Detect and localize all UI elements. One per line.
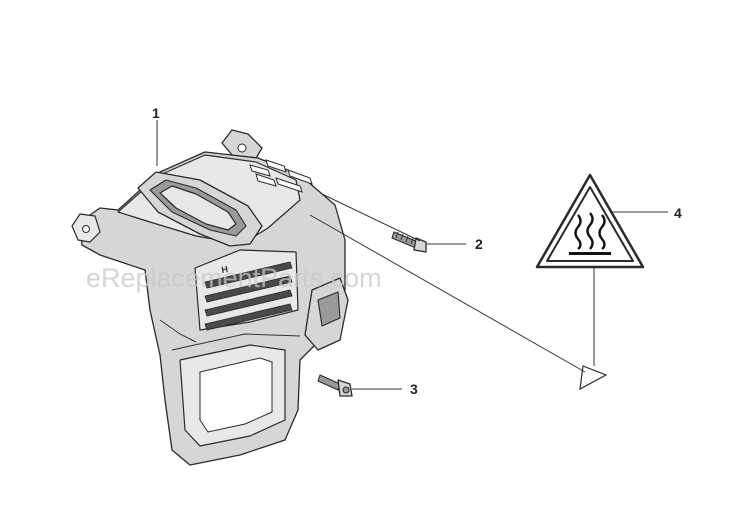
engine-cover-part: H (71, 129, 349, 466)
top-vent-slots (249, 159, 313, 193)
leader-lines (156, 120, 668, 390)
watermark: eReplacementParts.com (86, 263, 382, 293)
callout-1: 1 (152, 105, 160, 121)
callout-2: 2 (475, 236, 483, 252)
front-grille: H (194, 249, 299, 331)
bolt-part-3 (317, 374, 353, 397)
callout-4: 4 (674, 205, 682, 221)
svg-text:H: H (221, 264, 229, 275)
hot-surface-warning-icon (535, 173, 645, 269)
screw-part-2 (391, 231, 427, 253)
callout-3: 3 (410, 381, 418, 397)
pointer-triangle-icon (579, 365, 608, 391)
